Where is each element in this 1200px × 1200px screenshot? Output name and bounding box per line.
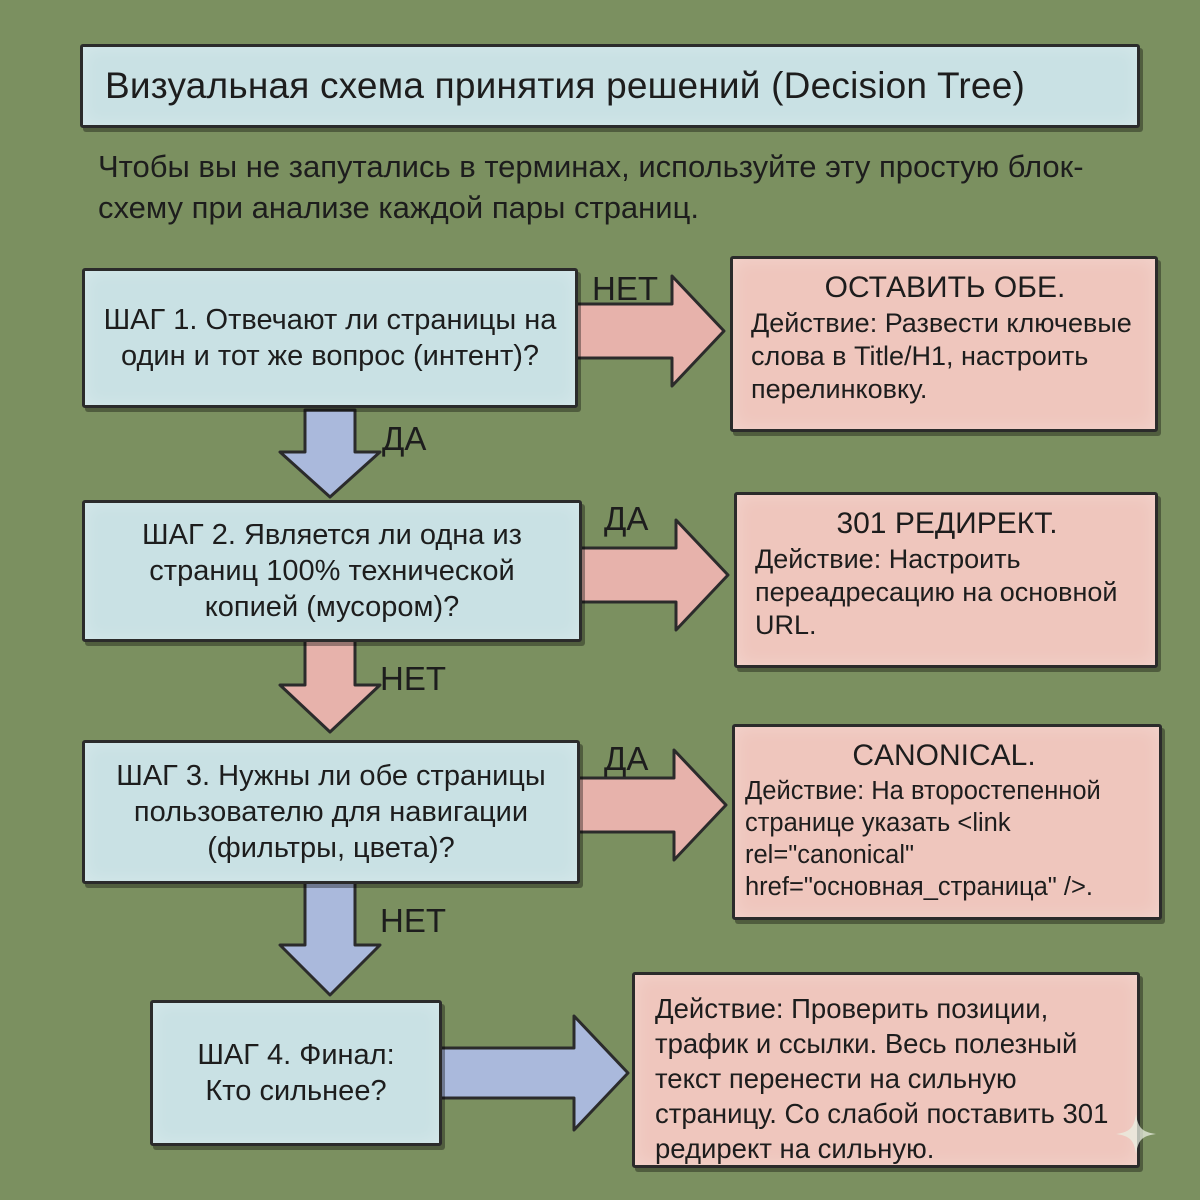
step-3-box: ШАГ 3. Нужны ли обе страницы пользовател…	[82, 740, 580, 884]
step-1-side-label: НЕТ	[592, 270, 658, 307]
arrow-step4-to-result4	[438, 1014, 630, 1132]
arrow-step3-to-step4	[278, 880, 382, 997]
step-2-side-label: ДА	[604, 500, 649, 537]
arrow-step3-to-result3	[576, 748, 728, 862]
step-3-down-label: НЕТ	[380, 902, 446, 939]
result-2-action: Действие: Настроить переадресацию на осн…	[755, 544, 1118, 640]
step-1-box: ШАГ 1. Отвечают ли страницы на один и то…	[82, 268, 578, 408]
diagram-subtitle: Чтобы вы не запутались в терминах, испол…	[98, 149, 1084, 225]
step-1-down-label: ДА	[382, 420, 427, 457]
arrow-step1-to-result1	[573, 274, 726, 388]
sparkle-icon	[1116, 1114, 1156, 1154]
result-3-heading: CANONICAL.	[852, 739, 1036, 772]
result-1-box: ОСТАВИТЬ ОБЕ. Действие: Развести ключевы…	[730, 256, 1158, 432]
result-1-heading: ОСТАВИТЬ ОБЕ.	[824, 271, 1066, 304]
step-4-text: ШАГ 4. Финал: Кто сильнее?	[197, 1039, 395, 1107]
diagram-title: Визуальная схема принятия решений (Decis…	[80, 44, 1140, 128]
result-4-box: Действие: Проверить позиции, трафик и сс…	[632, 972, 1140, 1168]
step-4-box: ШАГ 4. Финал: Кто сильнее?	[150, 1000, 442, 1146]
step-2-text: ШАГ 2. Является ли одна из страниц 100% …	[142, 519, 522, 623]
result-2-box: 301 РЕДИРЕКТ. Действие: Настроить переад…	[734, 492, 1158, 668]
result-3-box: CANONICAL. Действие: На второстепенной с…	[732, 724, 1162, 920]
arrow-step1-to-step2	[278, 408, 382, 499]
step-2-box: ШАГ 2. Является ли одна из страниц 100% …	[82, 500, 582, 642]
arrow-step2-to-result2	[578, 518, 730, 632]
result-1-action: Действие: Развести ключевые слова в Titl…	[751, 308, 1132, 404]
step-2-down-label: НЕТ	[380, 660, 446, 697]
result-2-heading: 301 РЕДИРЕКТ.	[836, 507, 1058, 540]
result-3-action: Действие: На второстепенной странице ука…	[745, 777, 1101, 901]
result-4-action: Действие: Проверить позиции, трафик и сс…	[655, 993, 1109, 1164]
step-3-side-label: ДА	[604, 740, 649, 777]
step-1-text: ШАГ 1. Отвечают ли страницы на один и то…	[103, 304, 557, 372]
step-3-text: ШАГ 3. Нужны ли обе страницы пользовател…	[116, 760, 546, 864]
arrow-step2-to-step3	[278, 638, 382, 734]
